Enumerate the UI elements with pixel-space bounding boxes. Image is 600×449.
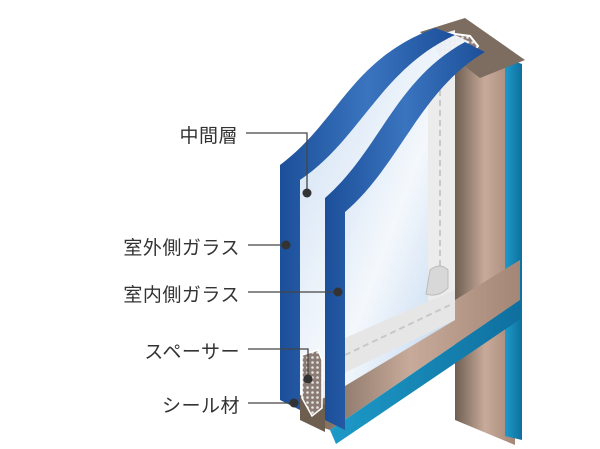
bottom-seal-section bbox=[300, 349, 325, 432]
label-outer-glass: 室外側ガラス bbox=[123, 237, 240, 259]
leader-spacer bbox=[248, 348, 309, 378]
leader-interlayer bbox=[246, 132, 308, 192]
outer-glass-pane bbox=[280, 28, 455, 410]
label-sealant: シール材 bbox=[161, 395, 240, 417]
label-spacer: スペーサー bbox=[144, 341, 240, 363]
inner-glass-edge bbox=[325, 42, 485, 430]
leader-lines bbox=[246, 132, 337, 404]
label-inner-glass: 室内側ガラス bbox=[123, 284, 240, 306]
label-interlayer: 中間層 bbox=[179, 125, 238, 147]
leader-dots bbox=[281, 188, 343, 408]
